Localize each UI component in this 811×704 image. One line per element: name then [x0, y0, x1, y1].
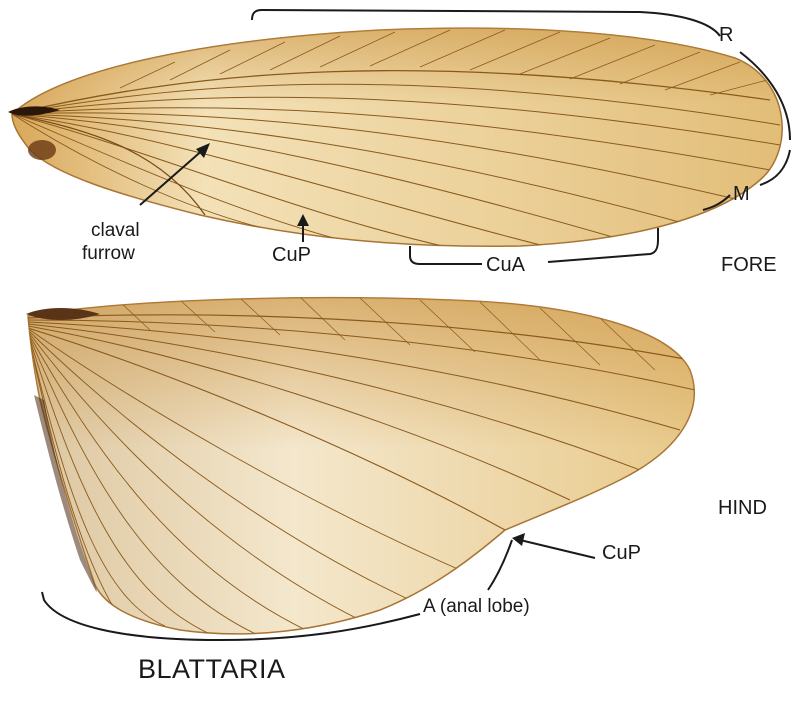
hind-wing-shading [28, 298, 694, 634]
label-cup-hind: CuP [602, 543, 641, 563]
label-cua: CuA [486, 255, 525, 275]
bracket-cua [410, 246, 482, 264]
bracket-anal-lobe-right [488, 540, 512, 590]
cup-hind-arrowhead [512, 533, 525, 546]
label-furrow: furrow [82, 244, 135, 263]
panel-label-hind: HIND [718, 498, 767, 518]
cup-hind-arrow-line [520, 540, 595, 558]
label-m: M [733, 184, 750, 204]
order-label: BLATTARIA [138, 656, 286, 683]
fore-wing-shading [12, 28, 782, 246]
label-anal-lobe: A (anal lobe) [423, 597, 530, 616]
label-claval: claval [91, 221, 140, 240]
hind-wing [26, 297, 695, 636]
label-cup-fore: CuP [272, 245, 311, 265]
label-r: R [719, 25, 733, 45]
fore-wing [8, 28, 782, 250]
fore-wing-base-spot [28, 140, 56, 160]
panel-label-fore: FORE [721, 255, 777, 275]
